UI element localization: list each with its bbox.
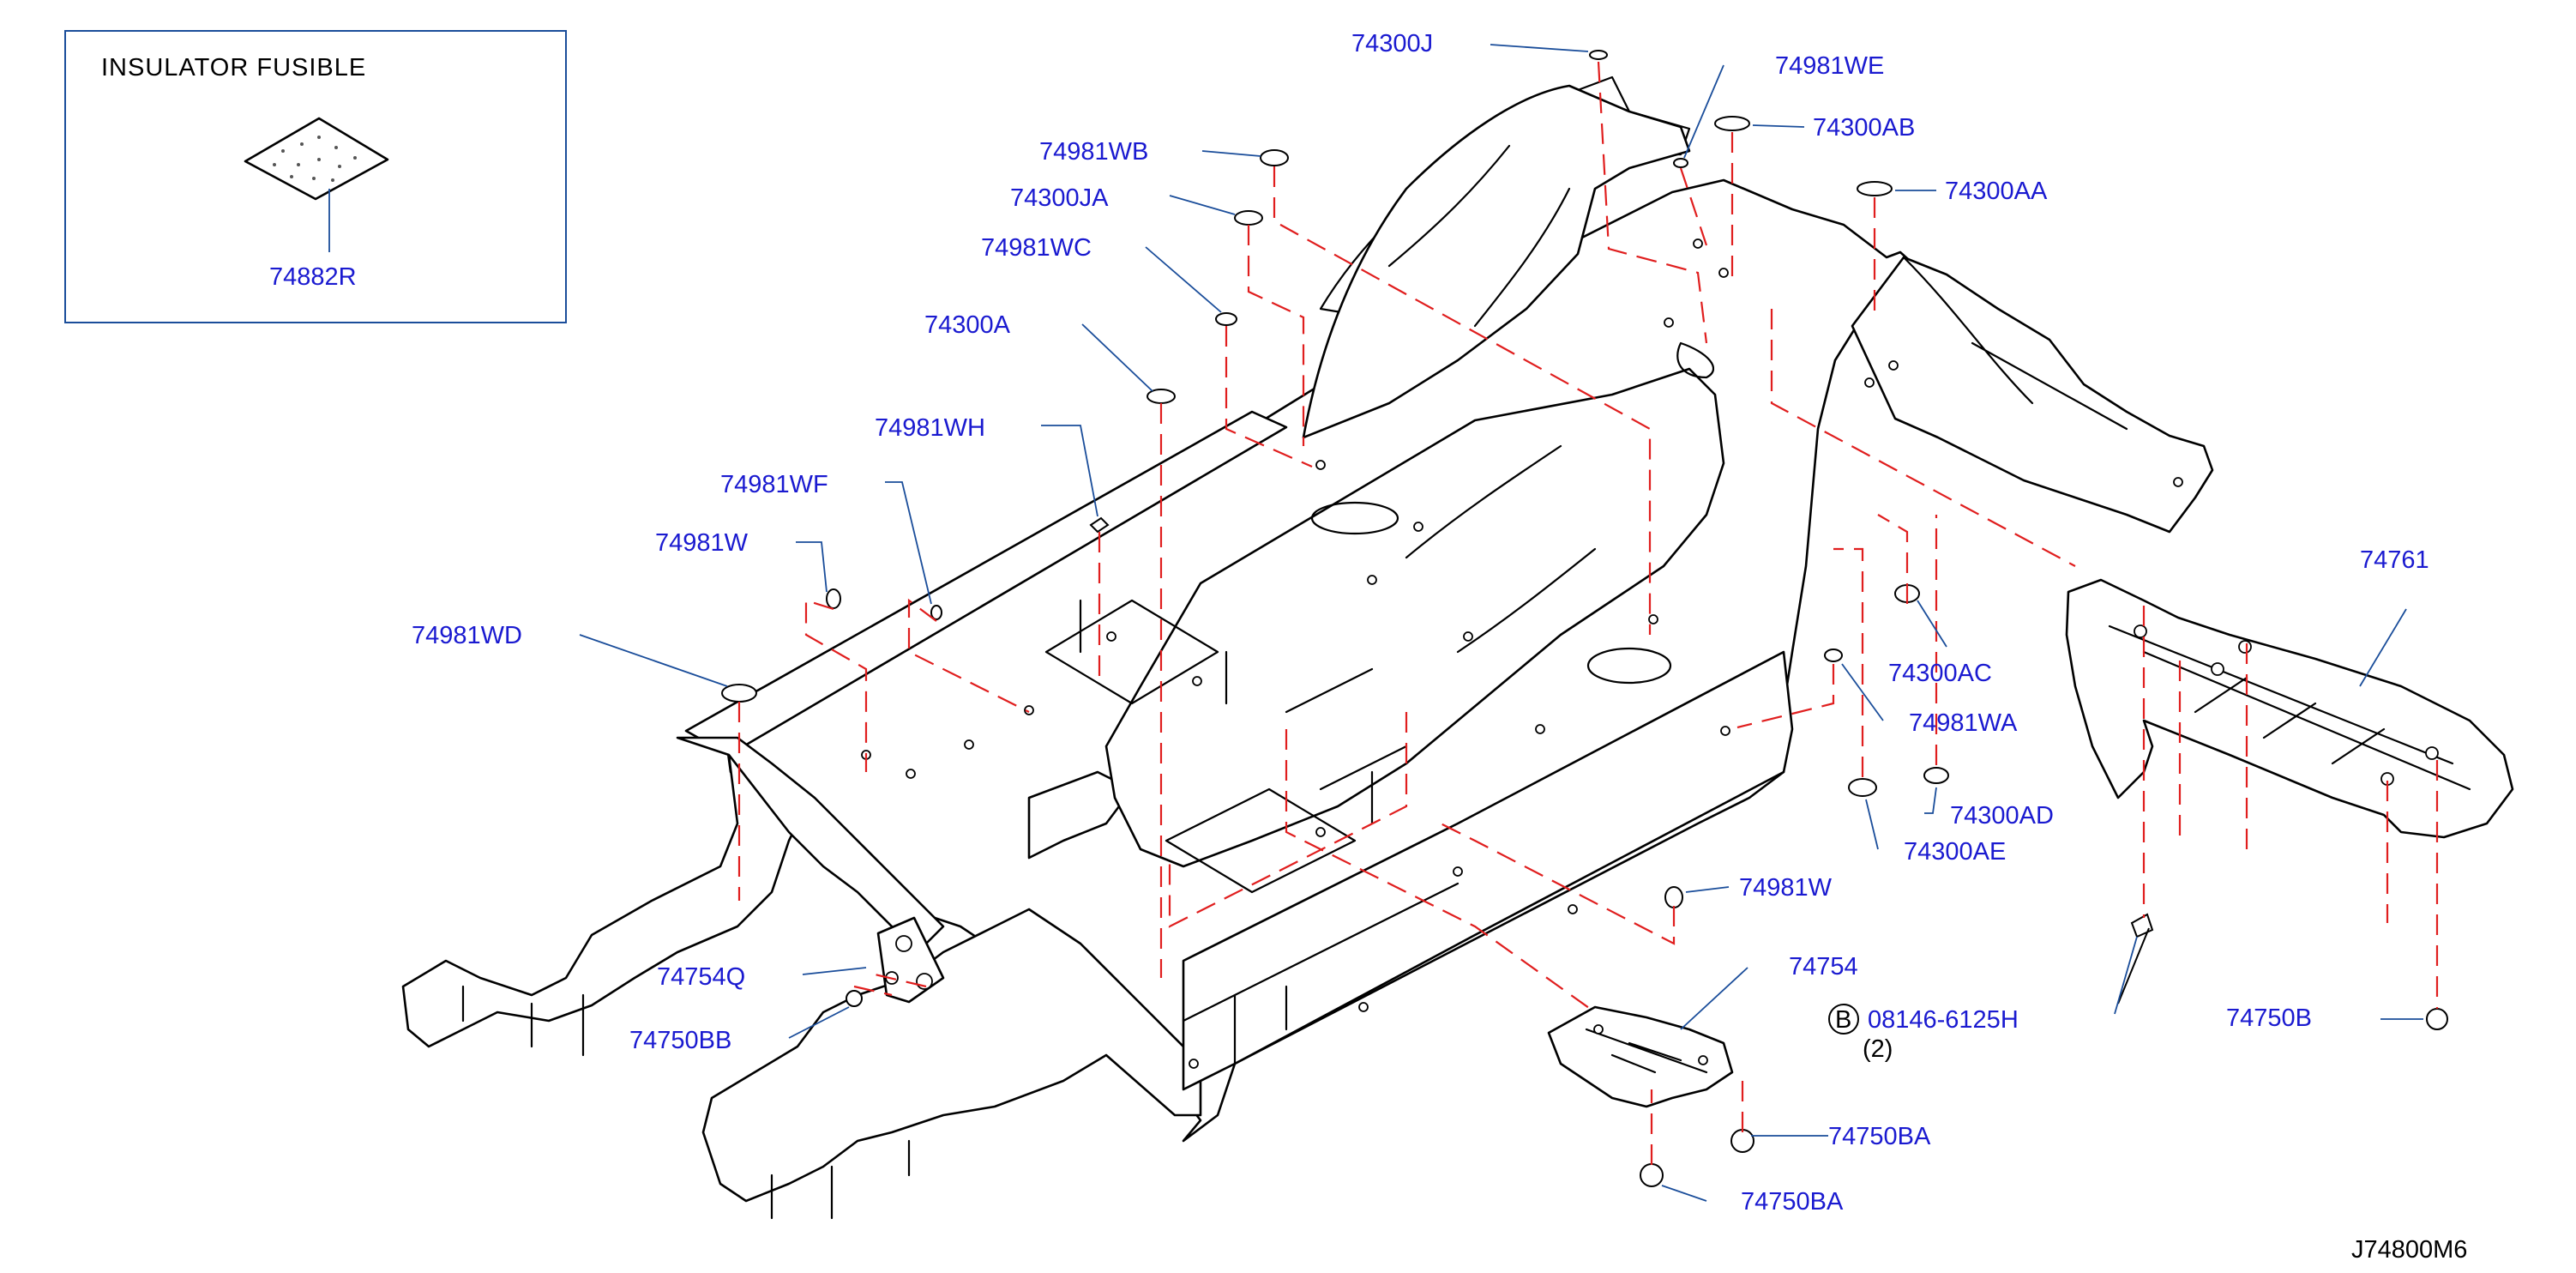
floor-pan-ellipse-left [1310, 501, 1399, 535]
left-rear-quarter [676, 736, 945, 945]
clip-74750BA-top [1730, 1129, 1754, 1153]
front-footwells [1044, 599, 1357, 894]
callout-74300JA: 74300JA [1010, 184, 1109, 212]
fusible-insulator-pad [244, 117, 389, 201]
plug-74300A [1147, 389, 1176, 404]
callout-74750BB: 74750BB [629, 1027, 731, 1054]
callout-74981WH: 74981WH [875, 414, 985, 442]
callout-74300AE: 74300AE [1904, 838, 2006, 866]
small-parts [721, 50, 2448, 1187]
callout-leader-lines [579, 44, 2423, 1202]
clip-74750B [2426, 1008, 2448, 1030]
plug-74981WH [1089, 516, 1110, 534]
callout-74300AB: 74300AB [1813, 114, 1915, 142]
front-cross-member [1027, 770, 1134, 860]
plug-74300AB [1714, 116, 1750, 131]
callout-74300A: 74300A [924, 311, 1011, 339]
clip-74750BB [846, 990, 863, 1007]
callout-74750BA-top: 74750BA [1828, 1123, 1931, 1150]
inset-fusible-insulator: INSULATOR FUSIBLE 74882R [64, 30, 567, 323]
installation-phantom-lines [737, 61, 2439, 1165]
callout-74750BA-bottom: 74750BA [1741, 1188, 1844, 1216]
callout-74981WA: 74981WA [1909, 709, 2018, 737]
callout-74981WD: 74981WD [412, 622, 522, 649]
callout-74761: 74761 [2360, 546, 2429, 574]
plug-74300JA [1234, 210, 1263, 226]
callout-74981WC: 74981WC [981, 234, 1092, 262]
bolt-08146-6125H [2117, 913, 2154, 1005]
bolt-quantity: (2) [1863, 1035, 1893, 1063]
wheel-house-ribs [1902, 256, 2128, 431]
callout-74981WE: 74981WE [1775, 52, 1884, 80]
plug-74981WA [1824, 649, 1843, 662]
callout-74754: 74754 [1789, 953, 1858, 980]
callout-74754Q: 74754Q [657, 963, 745, 991]
plug-74300J [1589, 50, 1608, 60]
callout-74750B: 74750B [2226, 1005, 2312, 1032]
rear-floor-ribs [1387, 144, 1571, 328]
diagram-code: J74800M6 [2351, 1236, 2467, 1264]
dash-lower-panel [1182, 650, 1794, 1091]
footwell-edges [1079, 599, 1374, 825]
plug-74981WD [721, 684, 757, 703]
plug-74981WF [930, 605, 942, 620]
grommet-74300AE [1848, 778, 1877, 797]
floor-pan-ellipse-right [1586, 647, 1672, 685]
callout-08146-6125H: 08146-6125H [1868, 1006, 2019, 1034]
rear-floor-upper-panel [1302, 84, 1691, 439]
plug-74981W-right [1664, 886, 1683, 908]
rail-mounts-right [770, 1139, 911, 1220]
grommet-74300AD [1923, 767, 1949, 784]
callout-74300AC: 74300AC [1888, 660, 1992, 687]
clip-74750BA-bottom [1640, 1163, 1664, 1187]
floor-pan [401, 75, 2214, 1220]
callout-74300AA: 74300AA [1945, 178, 2048, 205]
dash-panel-edges [1182, 882, 1460, 1065]
callout-74300AD: 74300AD [1950, 802, 2054, 830]
undercover-shell [2065, 578, 2514, 839]
rail-mounts-left [461, 985, 585, 1057]
part-callouts: 74300J 74981WE 74300AB 74300AA 74981WB 7… [412, 30, 2429, 1216]
insulator-texture [273, 136, 357, 182]
rear-undercover-74761 [2065, 578, 2514, 839]
plug-74981WE [1673, 158, 1688, 168]
floor-holes [861, 238, 2183, 1069]
center-floor-ribs [1285, 444, 1597, 791]
callout-74981W-left: 74981W [655, 529, 749, 557]
bolt-prefix: B [1835, 1006, 1851, 1034]
plug-74300AA [1857, 181, 1893, 196]
undercover-ribs [2108, 624, 2471, 791]
front-undercover-ribs [1585, 1028, 1708, 1074]
floor-pan-oval [1676, 341, 1715, 379]
front-undercover-74754 [1547, 1005, 1734, 1108]
inset-part-number: 74882R [269, 263, 357, 291]
callout-74981W-right: 74981W [1739, 874, 1833, 902]
plug-74981W-left [826, 588, 841, 609]
right-rear-wheel-house [1851, 256, 2214, 534]
plug-74981WB [1260, 149, 1289, 166]
inset-frame [64, 30, 567, 323]
callout-74981WF: 74981WF [720, 471, 828, 498]
callout-74981WB: 74981WB [1039, 138, 1148, 166]
callout-74300J: 74300J [1351, 30, 1433, 57]
bracket-74754Q [876, 916, 945, 1004]
plug-74981WC [1215, 312, 1237, 326]
inset-title: INSULATOR FUSIBLE [101, 54, 366, 81]
bolt-b-marker [1828, 1004, 1859, 1035]
